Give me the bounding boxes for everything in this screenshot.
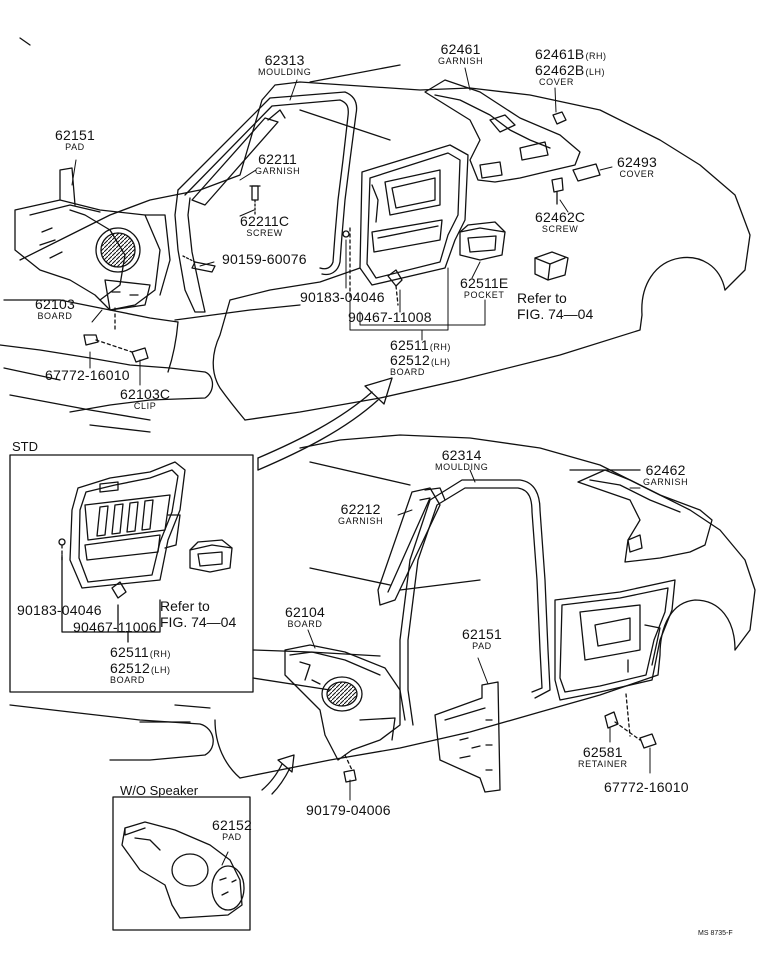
moulding-62313 <box>174 91 358 313</box>
label-90467-11006-std: 90467-11006 <box>73 619 157 635</box>
cover-62493 <box>572 163 601 182</box>
garnish-62212 <box>377 487 446 606</box>
door-board-bottom <box>554 579 676 701</box>
pocket-62511e <box>459 221 506 261</box>
garnish-62461 <box>424 79 581 183</box>
label-90183-04046-std: 90183-04046 <box>17 602 102 618</box>
label-62462b-cover-lh: 62462B(LH)COVER <box>535 62 605 87</box>
std-box-title: STD <box>12 439 38 454</box>
board-62103 <box>14 167 171 311</box>
label-62511-board-rh-std: 62511(RH) <box>110 644 171 660</box>
label-62461b-cover-rh: 62461B(RH) <box>535 46 607 62</box>
retainer-62581 <box>604 693 657 749</box>
screw-62211c <box>249 185 261 216</box>
label-90159-60076: 90159-60076 <box>222 251 307 267</box>
ref-part-top <box>534 251 569 281</box>
screw-90159 <box>182 255 216 273</box>
label-90467-11008-top: 90467-11008 <box>348 309 432 325</box>
door-board-top <box>342 144 469 301</box>
leader-lines-top <box>71 67 613 386</box>
label-67772-16010-top: 67772-16010 <box>45 367 130 383</box>
arrow-bottom <box>261 754 295 795</box>
label-62512-board-lh-std: 62512(LH)BOARD <box>110 660 171 685</box>
clip-62103c <box>83 307 149 363</box>
label-62511-board-rh-top: 62511(RH) <box>390 337 451 353</box>
std-box <box>9 454 254 693</box>
arrow-top <box>257 377 393 471</box>
pad-62151-bottom <box>434 681 501 793</box>
wo-speaker-box-title: W/O Speaker <box>120 783 199 798</box>
cover-62461b <box>552 111 567 125</box>
board-62104 <box>284 644 401 783</box>
wo-speaker-box <box>112 796 251 931</box>
garnish-62211 <box>191 109 286 206</box>
leader-lines-bottom <box>307 469 651 801</box>
label-90179-04006: 90179-04006 <box>306 802 391 818</box>
label-62512-board-lh-top: 62512(LH)BOARD <box>390 352 451 377</box>
screw-62462c <box>551 177 564 205</box>
label-90183-04046-top: 90183-04046 <box>300 289 385 305</box>
screw-90467-top <box>387 269 403 306</box>
moulding-62314 <box>399 479 551 726</box>
upper-body-outline <box>0 37 751 433</box>
garnish-62462 <box>577 469 713 563</box>
label-67772-16010-bottom: 67772-16010 <box>604 779 689 795</box>
drawing-code: MS 8735-F <box>698 930 733 937</box>
